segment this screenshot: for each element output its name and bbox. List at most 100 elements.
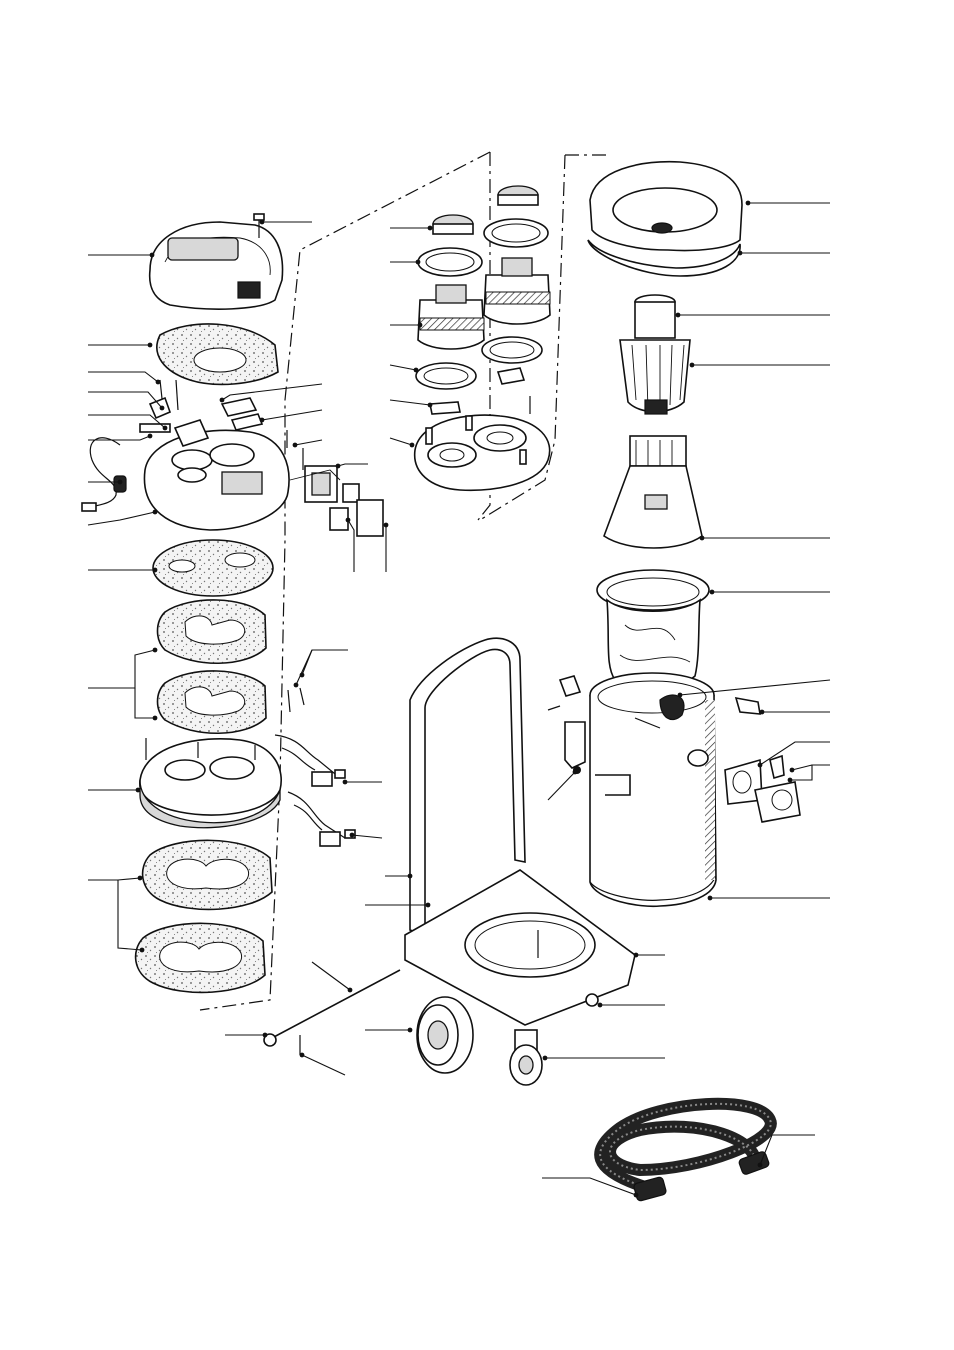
foam-filter-upper (156, 323, 279, 386)
callout-dot (759, 709, 765, 715)
switch-parts (220, 397, 384, 537)
callout-dot (572, 769, 578, 775)
callout-dot (383, 522, 389, 528)
callout-dot (152, 647, 158, 653)
screws-clips (139, 379, 179, 433)
callout-dot (135, 787, 141, 793)
callout-dot (699, 535, 705, 541)
callout-leader-line (88, 649, 156, 689)
callout-dot (542, 1055, 548, 1061)
drain-parts (724, 696, 801, 823)
callout-dot (689, 362, 695, 368)
callout-leader-line (88, 414, 166, 429)
callout-leader-line (759, 741, 830, 766)
callout-leader-line (679, 679, 831, 696)
filter-bag (596, 569, 710, 689)
callout-dot (675, 312, 681, 318)
callout-dot (349, 832, 355, 838)
callout-dot (137, 875, 143, 881)
callout-leader-line (261, 409, 323, 421)
callout-dot (677, 692, 683, 698)
callout-dot (152, 715, 158, 721)
caster-wheel (509, 993, 599, 1086)
callout-leader-line (301, 1054, 346, 1076)
tank-lid (589, 160, 743, 252)
callout-dot (147, 342, 153, 348)
callout-dot (259, 417, 265, 423)
foam-filters-middle (156, 599, 267, 735)
callout-leader-line (117, 877, 141, 881)
gasket-disc (152, 539, 274, 597)
suction-hose (594, 1097, 777, 1202)
callout-dot (147, 433, 153, 439)
callout-dot (409, 442, 415, 448)
rear-wheel (416, 996, 474, 1074)
callout-dot (787, 777, 793, 783)
callout-leader-line (791, 764, 813, 771)
callout-leader-line (87, 511, 156, 526)
callout-leader-line (134, 688, 155, 719)
trolley-base (404, 869, 636, 1026)
callout-leader-line (88, 391, 163, 409)
callout-dot (413, 367, 419, 373)
callout-dot (407, 873, 413, 879)
callout-leader-line (295, 649, 313, 686)
tank-drum (589, 672, 717, 908)
callout-dot (425, 902, 431, 908)
callout-leader-line (88, 435, 151, 441)
motor-assembly-left (415, 214, 485, 415)
callout-leader-line (301, 649, 348, 676)
callout-dot (347, 987, 353, 993)
callout-dot (709, 589, 715, 595)
callout-leader-line (88, 371, 159, 383)
callout-dot (162, 425, 168, 431)
callout-dot (335, 463, 341, 469)
callout-dot (293, 682, 299, 688)
callout-leader-line (759, 1134, 815, 1166)
callout-leader-line (542, 1177, 637, 1196)
callout-dot (415, 259, 421, 265)
motor-base-ring (139, 737, 282, 829)
callout-dot (633, 1192, 639, 1198)
top-screw (253, 213, 265, 238)
callout-leader-line (294, 439, 323, 446)
callout-leader-line (351, 834, 383, 839)
tank-latch (547, 675, 661, 774)
callout-dot (427, 402, 433, 408)
callout-dot (407, 1027, 413, 1033)
callout-leader-line (311, 961, 351, 991)
callout-leader-line (389, 399, 431, 406)
cone-filter (603, 435, 703, 549)
callout-dot (737, 250, 743, 256)
callout-dot (152, 567, 158, 573)
callout-dot (117, 479, 123, 485)
callout-dot (633, 952, 639, 958)
wiring-harness (274, 734, 356, 847)
power-cord (81, 437, 127, 512)
top-cover (148, 221, 284, 310)
assembly-guide-lines (199, 151, 610, 1011)
callout-dot (707, 895, 713, 901)
callout-leader-line (347, 519, 355, 572)
callout-dot (597, 1002, 603, 1008)
motor-assembly-right (481, 185, 551, 414)
side-screws (145, 687, 305, 760)
callout-dot (345, 517, 351, 523)
callout-dot (299, 1052, 305, 1058)
callout-leader-line (389, 364, 417, 371)
motor-plate (413, 414, 551, 492)
callout-dot (757, 1162, 763, 1168)
callout-dot (155, 379, 161, 385)
head-housing (143, 419, 290, 531)
callout-dot (259, 219, 265, 225)
callout-dot (427, 225, 433, 231)
callout-dot (139, 947, 145, 953)
callout-leader-line (389, 437, 413, 446)
callout-dot (292, 442, 298, 448)
callout-dot (757, 762, 763, 768)
callout-leader-line (547, 771, 576, 801)
callout-leader-line (221, 383, 323, 401)
callout-dot (262, 1032, 268, 1038)
callout-dot (789, 767, 795, 773)
